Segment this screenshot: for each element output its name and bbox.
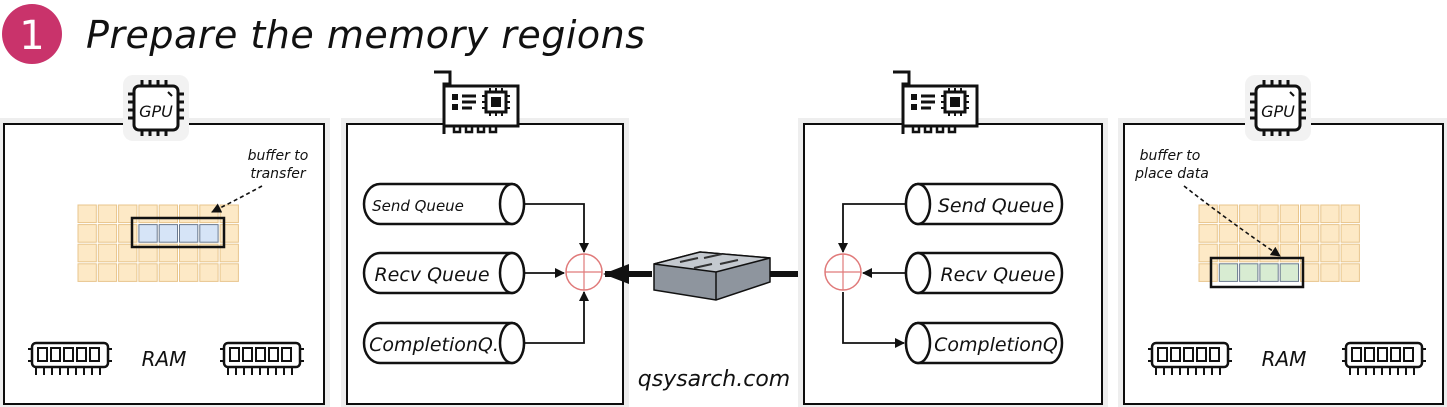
recv-queue-left-label: Recv Queue bbox=[374, 264, 489, 286]
buffer-annotation-right-line1: buffer to bbox=[1140, 148, 1201, 164]
transfer-buffer-outline bbox=[130, 216, 226, 249]
memory-cell bbox=[1320, 263, 1340, 282]
memory-cell bbox=[199, 243, 219, 263]
memory-cell bbox=[199, 263, 219, 282]
memory-cell bbox=[1300, 263, 1320, 282]
memory-cell bbox=[138, 243, 158, 263]
buffer-cell bbox=[158, 224, 178, 243]
memory-cell bbox=[1279, 224, 1299, 243]
completion-queue-left-arrow bbox=[524, 291, 589, 344]
memory-cell bbox=[158, 204, 178, 224]
memory-cell bbox=[118, 204, 138, 224]
memory-cell bbox=[199, 204, 219, 224]
memory-cell bbox=[138, 204, 158, 224]
memory-cell bbox=[97, 263, 118, 282]
memory-cell bbox=[1300, 204, 1320, 224]
memory-cell bbox=[219, 263, 239, 282]
memory-cell bbox=[1218, 224, 1239, 243]
recv-queue-left: Recv Queue bbox=[362, 251, 526, 295]
ram-label-right: RAM bbox=[1262, 347, 1307, 371]
buffer-annotation-left-line2: transfer bbox=[250, 166, 307, 182]
buffer-cell bbox=[1218, 263, 1239, 282]
send-queue-right-label: Send Queue bbox=[938, 195, 1054, 217]
send-queue-right: Send Queue bbox=[904, 182, 1064, 226]
buffer-annotation-right-line2: place data bbox=[1134, 166, 1209, 182]
memory-cell bbox=[97, 243, 118, 263]
memory-cell bbox=[158, 243, 178, 263]
network-switch-icon bbox=[653, 251, 771, 301]
send-queue-left-label: Send Queue bbox=[372, 197, 464, 215]
recv-queue-right: Recv Queue bbox=[904, 251, 1064, 295]
memory-cell bbox=[1340, 243, 1360, 263]
memory-cell bbox=[179, 263, 199, 282]
memory-cell bbox=[1259, 224, 1279, 243]
memory-cell bbox=[118, 243, 138, 263]
step-number: 1 bbox=[19, 13, 44, 59]
memory-cell bbox=[77, 263, 97, 282]
memory-cell bbox=[1320, 204, 1340, 224]
recv-queue-right-label: Recv Queue bbox=[940, 264, 1055, 286]
memory-cell bbox=[1340, 263, 1360, 282]
memory-cell bbox=[1340, 204, 1360, 224]
memory-cell bbox=[1198, 204, 1218, 224]
memory-cell bbox=[77, 224, 97, 243]
gpu-label-left: GPU bbox=[139, 102, 173, 121]
buffer-cell bbox=[1259, 263, 1279, 282]
memory-cell bbox=[1279, 204, 1299, 224]
completion-queue-right: CompletionQ bbox=[904, 321, 1064, 365]
completion-queue-right-label: CompletionQ bbox=[934, 334, 1058, 356]
memory-cell bbox=[179, 204, 199, 224]
memory-cell bbox=[219, 243, 239, 263]
ram-label-left: RAM bbox=[142, 347, 187, 371]
memory-cell bbox=[97, 224, 118, 243]
buffer-cell bbox=[199, 224, 219, 243]
memory-cell bbox=[77, 204, 97, 224]
network-card-icon bbox=[432, 70, 520, 136]
memory-cell bbox=[1198, 263, 1218, 282]
gpu-chip-icon bbox=[1245, 75, 1311, 141]
memory-cell bbox=[118, 263, 138, 282]
memory-cell bbox=[1300, 224, 1320, 243]
buffer-cell bbox=[1279, 263, 1299, 282]
right-nic-port bbox=[824, 253, 862, 291]
memory-cell bbox=[97, 204, 118, 224]
memory-cell bbox=[1239, 204, 1259, 224]
buffer-cell bbox=[179, 224, 199, 243]
memory-cell bbox=[1300, 243, 1320, 263]
send-queue-left-arrow bbox=[524, 203, 589, 253]
memory-cell bbox=[1340, 224, 1360, 243]
receive-buffer-outline bbox=[1209, 256, 1305, 289]
completion-queue-left: CompletionQ. bbox=[362, 321, 526, 365]
memory-cell bbox=[179, 243, 199, 263]
send-queue-left: Send Queue bbox=[362, 182, 526, 226]
send-queue-right-arrow bbox=[838, 203, 906, 253]
memory-cell bbox=[158, 263, 178, 282]
memory-cell bbox=[1218, 204, 1239, 224]
step-badge: 1 bbox=[2, 4, 62, 64]
completion-queue-left-label: CompletionQ. bbox=[369, 334, 499, 356]
buffer-annotation-left-arrow bbox=[211, 185, 263, 213]
network-card-icon bbox=[891, 70, 979, 136]
memory-cell bbox=[1320, 243, 1340, 263]
memory-cell bbox=[118, 224, 138, 243]
buffer-annotation-left-line1: buffer to bbox=[248, 148, 309, 164]
gpu-label-right: GPU bbox=[1261, 102, 1295, 121]
gpu-chip-icon bbox=[123, 75, 189, 141]
memory-cell bbox=[77, 243, 97, 263]
buffer-cell bbox=[1239, 263, 1259, 282]
completion-queue-right-arrow bbox=[842, 292, 905, 348]
buffer-annotation-right-arrow bbox=[1183, 185, 1281, 257]
memory-cell bbox=[138, 263, 158, 282]
watermark: qsysarch.com bbox=[638, 367, 790, 392]
memory-cell bbox=[1198, 224, 1218, 243]
left-nic-port bbox=[565, 253, 603, 291]
memory-cell bbox=[1259, 204, 1279, 224]
step-badge-circle bbox=[2, 4, 62, 64]
buffer-cell bbox=[138, 224, 158, 243]
page-title: Prepare the memory regions bbox=[86, 13, 646, 57]
memory-cell bbox=[1320, 224, 1340, 243]
